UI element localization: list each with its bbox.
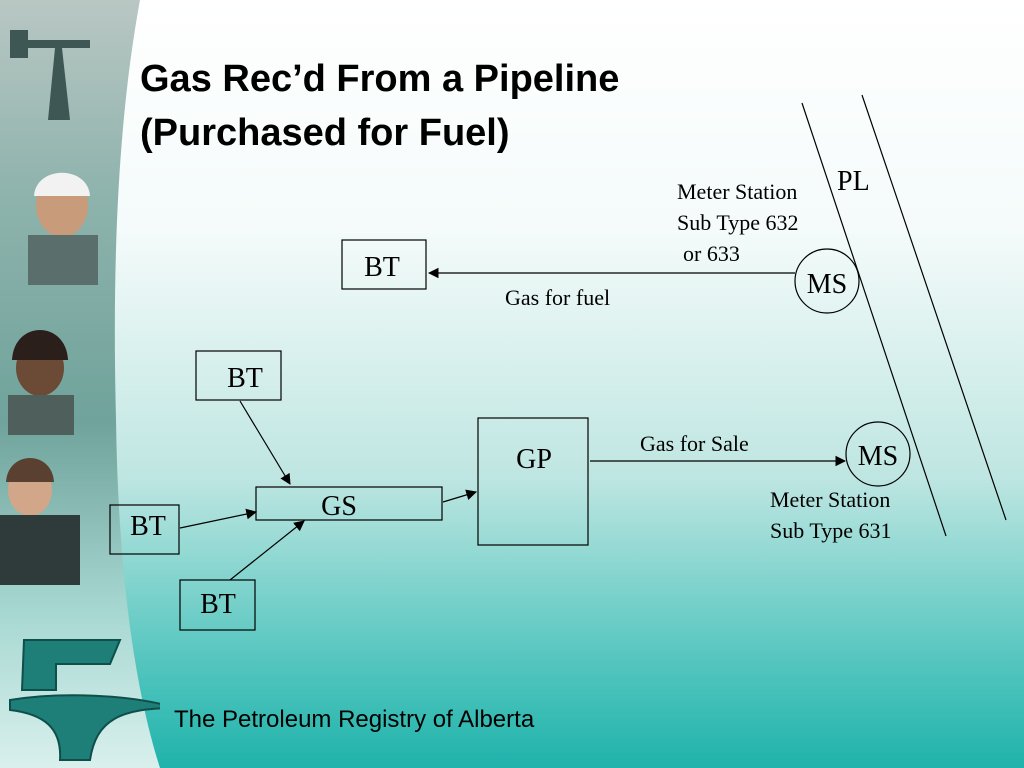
meter-station-sale-note-2: Sub Type 631 (770, 518, 892, 543)
bt-fuel-label: BT (364, 252, 400, 283)
meter-station-sale-label: MS (858, 441, 898, 472)
meter-station-sale-node (845, 421, 911, 487)
bt-left-node (109, 504, 180, 555)
bt-upper-label: BT (227, 363, 263, 394)
meter-station-fuel-node (794, 248, 860, 314)
gs-to-gp-arrow (442, 489, 478, 503)
gas-gathering-system-node (255, 486, 443, 521)
meter-station-fuel-label: MS (807, 269, 847, 300)
fuel-edge-label: Gas for fuel (505, 285, 610, 310)
gas-plant-node (477, 417, 589, 546)
gas-plant-label: GP (516, 444, 552, 475)
businessman-photo-icon (0, 458, 80, 585)
worker-photo-icon (28, 172, 98, 285)
bt-upper-to-gs-arrow (239, 400, 291, 485)
sale-edge-label: Gas for Sale (640, 431, 749, 456)
phone-woman-photo-icon (8, 330, 74, 435)
meter-station-sale-note-1: Meter Station (770, 487, 890, 512)
company-logo-icon (9, 639, 160, 761)
pipeline-line-left (801, 102, 947, 537)
slide-title-line-2: (Purchased for Fuel) (140, 112, 510, 154)
pipeline-label: PL (837, 166, 870, 197)
bt-upper-node (195, 350, 282, 401)
meter-station-fuel-note-1: Meter Station (677, 179, 797, 204)
meter-station-fuel-note-3: or 633 (683, 241, 740, 266)
footer-organization: The Petroleum Registry of Alberta (174, 706, 535, 733)
slide-title-line-1: Gas Rec’d From a Pipeline (140, 58, 620, 100)
meter-station-fuel-note-2: Sub Type 632 (677, 210, 799, 235)
oil-derrick-icon (10, 30, 90, 120)
bt-lower-label: BT (200, 589, 236, 620)
photo-strip (0, 0, 160, 768)
bt-lower-node (179, 579, 256, 631)
pipeline-line-right (861, 94, 1007, 521)
bt-lower-to-gs-arrow (229, 520, 305, 581)
bt-left-to-gs-arrow (179, 508, 258, 529)
bt-fuel-node (341, 239, 427, 290)
gas-gathering-system-label: GS (321, 491, 357, 522)
bt-left-label: BT (130, 511, 166, 542)
slide-title: Gas Rec’d From a Pipeline (Purchased for… (140, 52, 619, 160)
